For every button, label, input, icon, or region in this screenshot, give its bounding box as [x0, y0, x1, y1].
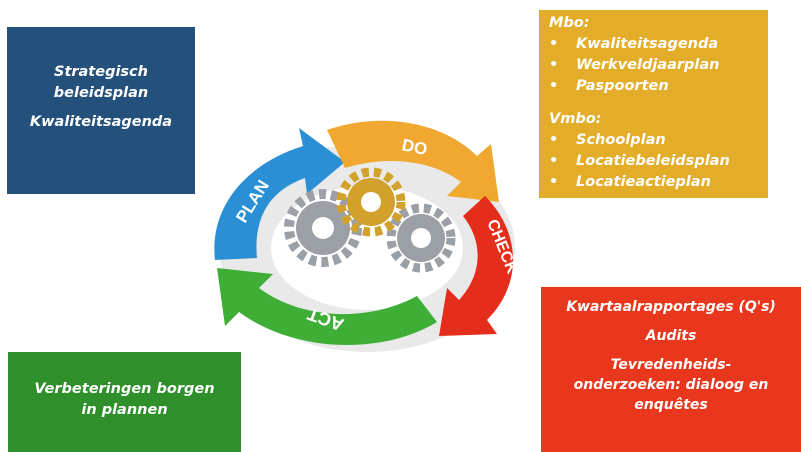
plan-arrow	[214, 128, 345, 260]
center-gear-icon	[336, 167, 406, 237]
check-arrow	[439, 196, 514, 336]
list-item: Schoolplan	[549, 130, 768, 151]
plan-box-line2: beleidsplan	[53, 85, 149, 101]
mbo-heading: Mbo:	[549, 15, 590, 31]
list-item: Locatiebeleidsplan	[549, 151, 768, 172]
list-item: Werkveldjaarplan	[549, 55, 768, 76]
act-arrow	[217, 268, 437, 345]
right-gear-icon	[386, 203, 456, 273]
plan-box: Strategisch beleidsplan Kwaliteitsagenda	[7, 27, 195, 194]
plan-box-line1: Strategisch	[54, 64, 148, 80]
check-box: Kwartaalrapportages (Q's) Audits Tevrede…	[541, 287, 801, 452]
check-box-line4: onderzoeken: dialoog en	[573, 377, 769, 393]
act-box-line1: Verbeteringen borgen	[34, 381, 215, 397]
list-item: Kwaliteitsagenda	[549, 34, 768, 55]
check-box-line5: enquêtes	[634, 397, 708, 413]
do-box: Mbo: Kwaliteitsagenda Werkveldjaarplan P…	[539, 10, 768, 198]
check-box-line2: Audits	[645, 328, 697, 344]
pdca-cycle-diagram: PLAN DO CHECK ACT	[214, 120, 521, 352]
do-label: DO	[400, 135, 429, 159]
mbo-list: Kwaliteitsagenda Werkveldjaarplan Paspoo…	[549, 34, 768, 97]
check-box-line1: Kwartaalrapportages (Q's)	[566, 299, 776, 315]
list-item: Paspoorten	[549, 76, 768, 97]
check-box-line3: Tevredenheids-	[610, 357, 732, 373]
act-box-line2: in plannen	[81, 402, 168, 418]
vmbo-list: Schoolplan Locatiebeleidsplan Locatieact…	[549, 130, 768, 193]
plan-box-line3: Kwaliteitsagenda	[29, 114, 173, 130]
act-box: Verbeteringen borgen in plannen	[8, 352, 241, 452]
do-arrow	[327, 120, 499, 202]
vmbo-heading: Vmbo:	[549, 111, 602, 127]
list-item: Locatieactieplan	[549, 172, 768, 193]
